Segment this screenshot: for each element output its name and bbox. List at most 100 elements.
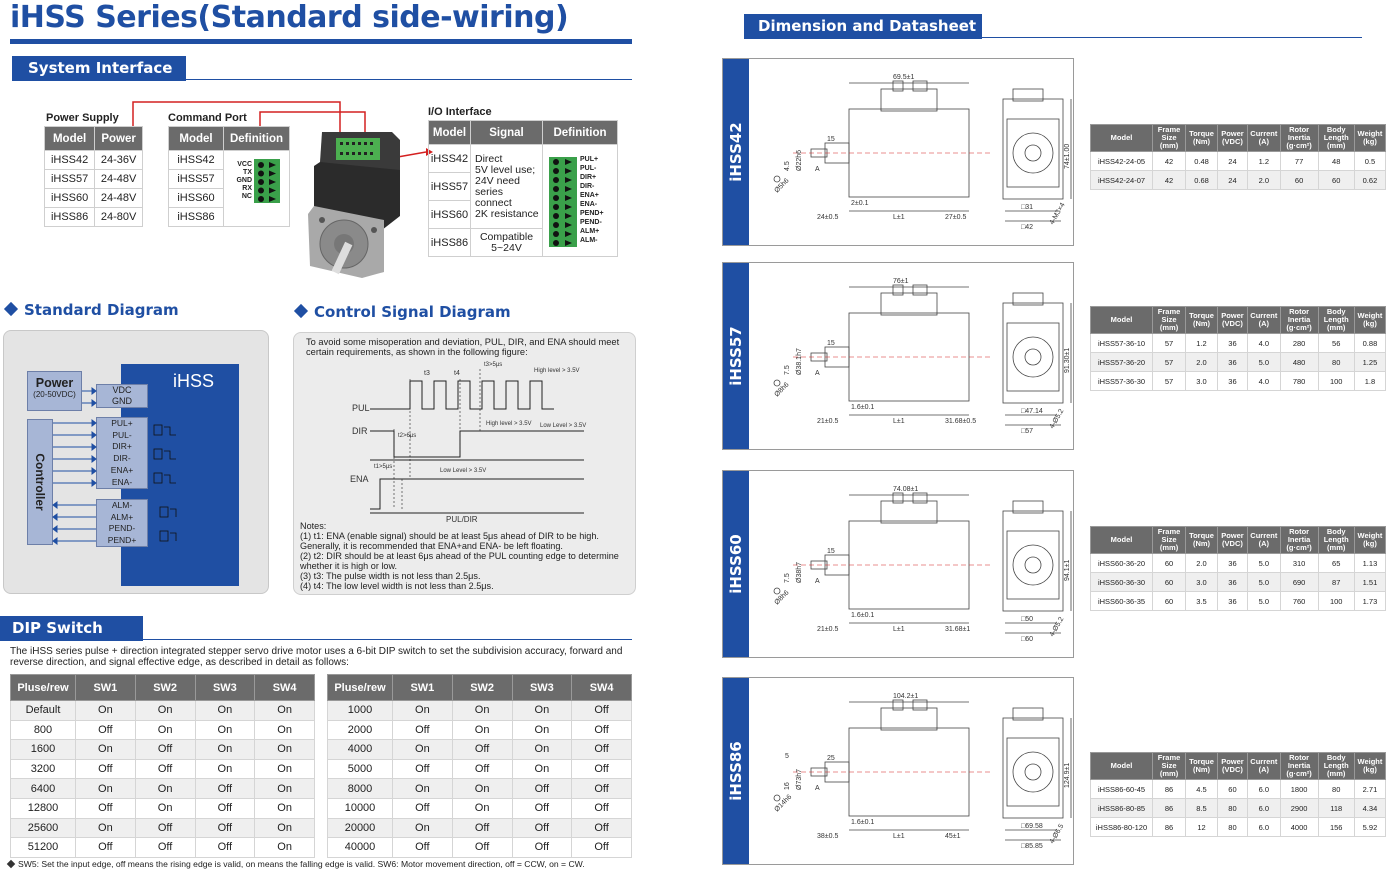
t2-label: t2>6μs: [398, 433, 416, 439]
dim-square2-label: □42: [1021, 224, 1033, 231]
cell: iHSS57-36-20: [1090, 352, 1153, 372]
cell: Off: [451, 758, 513, 780]
low-level-label: Low Level > 3.5V: [540, 423, 586, 429]
dim-top-label: 104.2±1: [893, 693, 918, 700]
cell: On: [254, 837, 315, 858]
cell: Off: [194, 797, 256, 819]
cell: 5.0: [1247, 572, 1281, 592]
cell: 118: [1317, 798, 1355, 818]
cell: 51200: [10, 837, 76, 858]
table-header: Body Length (mm): [1317, 752, 1355, 780]
table-header: Weight (kg): [1353, 124, 1387, 152]
cell: 4.0: [1247, 333, 1281, 353]
notes-block: Notes: (1) t1: ENA (enable signal) shoul…: [300, 521, 634, 591]
cell: 65: [1317, 553, 1355, 573]
dim-hole-label: 4-Ø5.2: [1049, 408, 1066, 430]
pin-label: ALM-: [580, 237, 598, 244]
cell: Off: [511, 797, 573, 819]
panel-label-bar: iHSS86: [723, 678, 749, 864]
low-level-label: Low Level > 3.5V: [440, 468, 486, 474]
cell: iHSS86-80-85: [1090, 798, 1153, 818]
dim-top-label: 76±1: [893, 278, 909, 285]
command-port-title: Command Port: [168, 112, 247, 124]
cell: On: [134, 797, 196, 819]
cell: 24: [1216, 151, 1249, 171]
cell: 57: [1151, 371, 1187, 391]
cell: 25600: [10, 817, 76, 839]
page-title: iHSS Series(Standard side-wiring): [10, 0, 569, 35]
model-label: iHSS57: [727, 326, 745, 386]
table-header: Current (A): [1247, 752, 1281, 780]
cell: 8000: [327, 778, 393, 799]
cell: 5000: [327, 758, 393, 780]
dimension-panel: iHSS42: [722, 58, 1074, 246]
timing-diagram: PUL DIR ENA PUL/DIR t3 t4 t3>5μs High le…: [350, 362, 586, 524]
cell: 5.92: [1353, 817, 1387, 837]
cell: 12: [1185, 817, 1218, 837]
cell: On: [194, 739, 256, 760]
cell: 2.0: [1185, 352, 1218, 372]
table-header: Body Length (mm): [1317, 306, 1355, 334]
cell: 6.0: [1247, 817, 1281, 837]
control-signal-heading: Control Signal Diagram: [293, 303, 511, 321]
cell: On: [134, 700, 196, 721]
pin-label: ALM+: [110, 511, 134, 522]
cell: On: [392, 739, 453, 760]
dim-b4-label: 31.68±0.5: [945, 418, 976, 425]
cell: 1.2: [1185, 333, 1218, 353]
diamond-icon: [6, 859, 16, 869]
table-header: Power (VDC): [1216, 306, 1249, 334]
cell: 60: [1279, 170, 1319, 190]
pin-label: ENA+: [110, 464, 134, 475]
table-header: Definition: [223, 126, 290, 151]
cell: Off: [571, 817, 632, 839]
cell: 80: [1216, 817, 1249, 837]
table-header: SW1: [392, 674, 453, 701]
table-header: Weight (kg): [1353, 306, 1387, 334]
cell: 0.68: [1185, 170, 1218, 190]
cell: Off: [392, 719, 453, 741]
section-tab-system-interface: System Interface: [12, 56, 187, 81]
cell: 1600: [10, 739, 76, 760]
table-header: Signal: [470, 120, 543, 145]
driver-label: iHSS: [173, 371, 215, 391]
power-block: Power (20-50VDC): [27, 371, 82, 411]
table-header: Model: [43, 126, 96, 151]
dim-height-label: 124.9±1: [1064, 763, 1071, 788]
cell: iHSS57: [428, 172, 471, 201]
cell: 3.5: [1185, 591, 1218, 611]
pin-label: PUL+: [111, 418, 133, 428]
cell: iHSS42: [168, 150, 224, 170]
cell: 24: [1216, 170, 1249, 190]
dimension-panel: iHSS86: [722, 677, 1074, 865]
dimension-drawing: 74.08±1 15 Ø38h7 Ø8h6 7.5 A 1.6±0.1 21±0…: [773, 486, 1072, 643]
pin-label: PEND+: [580, 210, 604, 217]
cell: 87: [1317, 572, 1355, 592]
cell: Off: [75, 837, 136, 858]
table-header: Rotor Inertia (g·cm²): [1279, 306, 1319, 334]
cell: On: [451, 700, 513, 721]
panel-label-bar: iHSS57: [723, 263, 749, 449]
cell: 690: [1279, 572, 1319, 592]
cell: 80: [1216, 798, 1249, 818]
cell: iHSS42-24-07: [1090, 170, 1153, 190]
dim-hole-label: 4-Ø6.5: [1049, 823, 1066, 845]
cell: Off: [134, 837, 196, 858]
cell: Off: [75, 797, 136, 819]
dim-s-label: 16: [784, 782, 791, 790]
table-header: Pluse/rew: [327, 674, 393, 701]
table-row: iHSS86 Compatible 5~24V: [428, 228, 618, 257]
dip-description: The iHSS series pulse + direction integr…: [10, 646, 623, 668]
pin-label: DIR+: [112, 441, 132, 452]
cell: 24-36V: [94, 150, 143, 170]
